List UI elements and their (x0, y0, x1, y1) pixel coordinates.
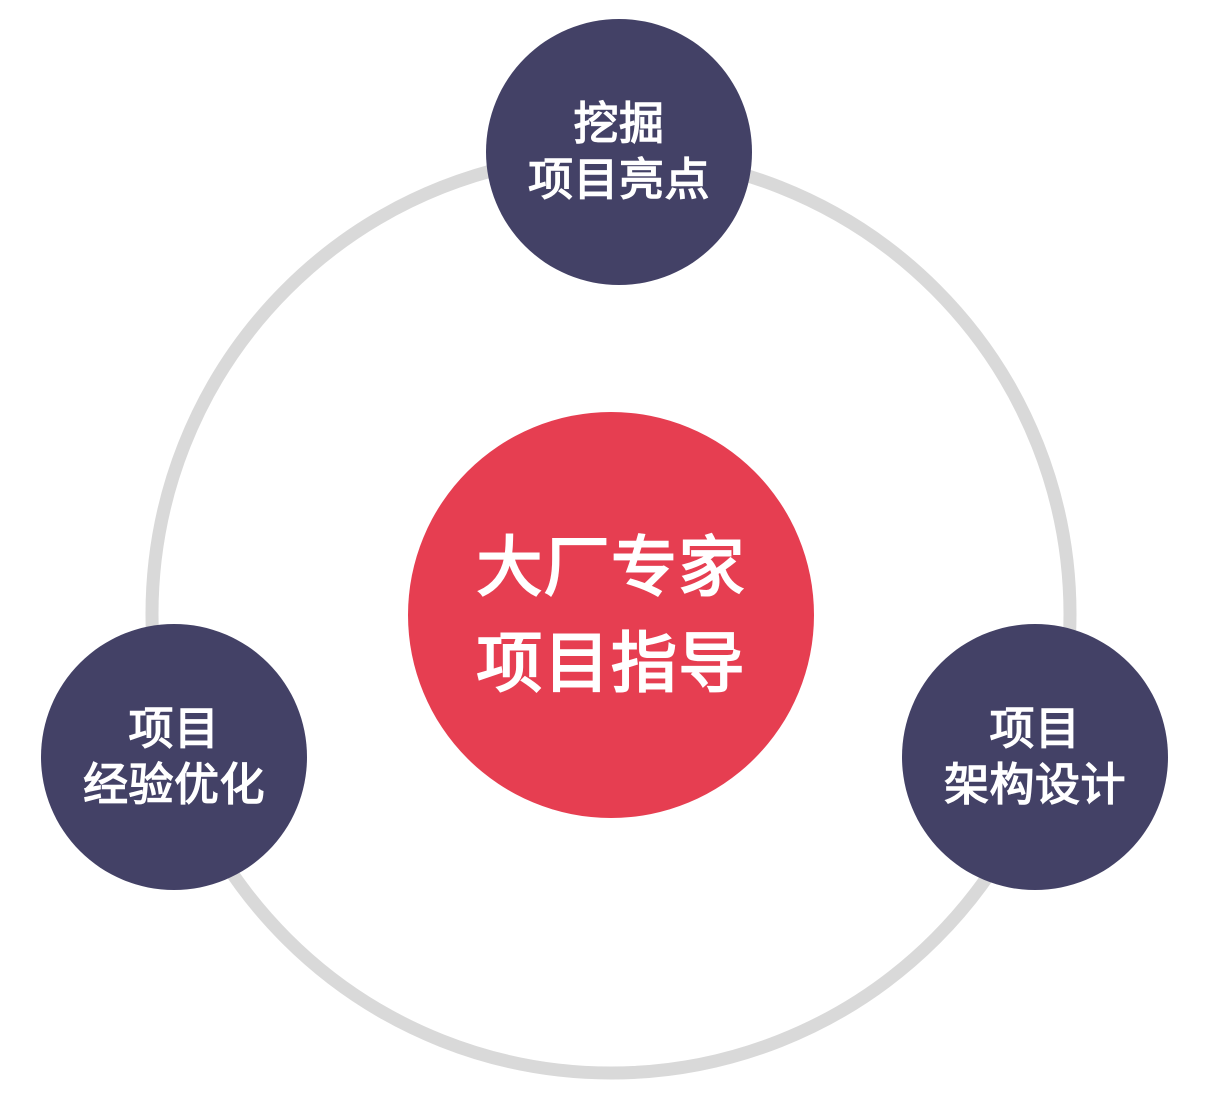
node-center-label-line1: 大厂专家 (476, 530, 746, 604)
node-center[interactable]: 大厂专家 项目指导 (408, 412, 814, 818)
node-top-label-line1: 挖掘 (573, 98, 665, 149)
node-center-label-line2: 项目指导 (476, 626, 746, 700)
node-left[interactable]: 项目 经验优化 (41, 624, 307, 890)
node-left-label-line1: 项目 (128, 703, 220, 754)
node-left-label-line2: 经验优化 (83, 759, 265, 810)
node-right-label-line2: 架构设计 (944, 759, 1126, 810)
node-right-label-line1: 项目 (989, 703, 1081, 754)
node-top[interactable]: 挖掘 项目亮点 (486, 19, 752, 285)
node-top-label-line2: 项目亮点 (528, 154, 710, 205)
node-right[interactable]: 项目 架构设计 (902, 624, 1168, 890)
